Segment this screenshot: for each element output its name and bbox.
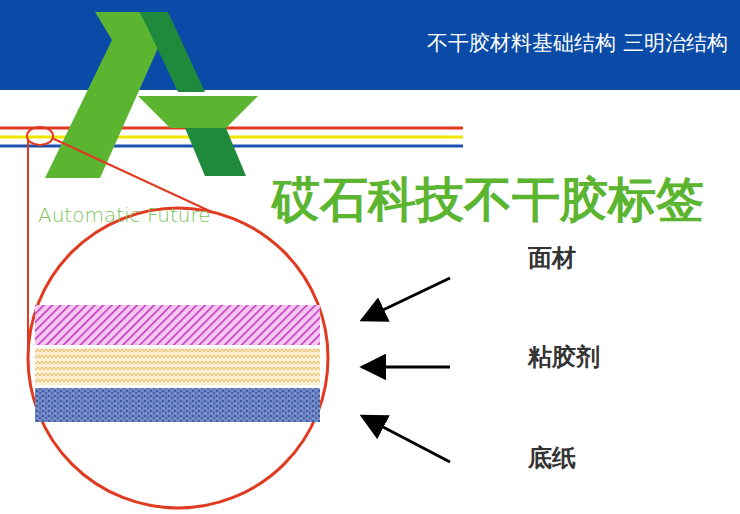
part-label: 面材 bbox=[528, 243, 576, 273]
part-label: 底纸 bbox=[528, 443, 576, 473]
logo-slogan: Automatic Future bbox=[38, 202, 211, 228]
part-label: 粘胶剂 bbox=[528, 342, 600, 372]
liner-layer bbox=[35, 388, 320, 422]
adhesive-layer bbox=[35, 348, 320, 385]
brand-heading: 砹石科技不干胶标签 bbox=[272, 170, 704, 228]
face-layer bbox=[35, 305, 320, 345]
header-title: 不干胶材料基础结构 三明治结构 bbox=[427, 28, 728, 58]
